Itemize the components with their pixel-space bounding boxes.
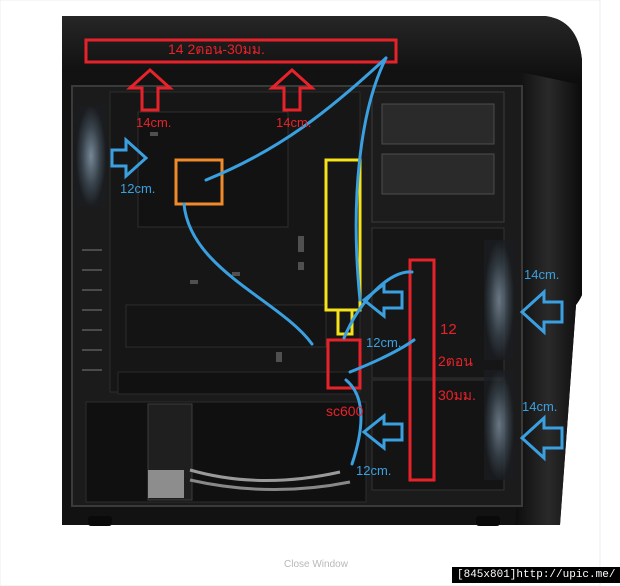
airflow-up-arrows	[126, 67, 316, 112]
rear-fan-size-label: 12cm.	[120, 181, 156, 196]
radiator-size-label: 12	[440, 321, 457, 338]
top-fan-zone	[84, 38, 398, 64]
front-radiator-zone	[408, 258, 436, 482]
bottom-fan-size-label: 12cm.	[356, 463, 392, 478]
arrow-up-left-icon	[126, 67, 174, 112]
arrow-left-bottom-icon	[361, 412, 404, 452]
front-bottom-fan-size-label: 14cm.	[522, 399, 558, 414]
airflow-blue-arrows	[110, 136, 564, 462]
close-window-link[interactable]: Close Window	[284, 559, 348, 570]
pc-case-chassis	[62, 16, 582, 526]
cpu-block-highlight	[174, 158, 224, 206]
red-highlight-boxes	[84, 38, 436, 482]
pump-model-label: sc600	[326, 403, 364, 419]
front-top-fan-size-label: 14cm.	[524, 267, 560, 282]
mid-fan-size-label: 12cm.	[366, 335, 402, 350]
arrow-right-rear-icon	[110, 136, 149, 180]
radiator-type-label: 2ตอน	[438, 353, 473, 369]
water-tubing-lines	[182, 56, 416, 466]
arrow-left-mid-icon	[361, 280, 404, 320]
arrow-left-front-bot-icon	[519, 414, 564, 462]
arrow-up-mid-icon	[268, 67, 316, 112]
pump-zone	[326, 338, 362, 390]
image-host-footer: [845x801]http://upic.me/	[452, 567, 620, 583]
arrow-left-front-top-icon	[519, 288, 564, 336]
pc-case-annotated-photo	[0, 0, 601, 586]
top-mid-fan-size-label: 14cm.	[276, 115, 312, 130]
radiator-thickness-label: 30มม.	[438, 387, 476, 403]
top-fan-zone-label: 14 2ตอน-30มม.	[168, 41, 265, 57]
top-left-fan-size-label: 14cm.	[136, 115, 172, 130]
